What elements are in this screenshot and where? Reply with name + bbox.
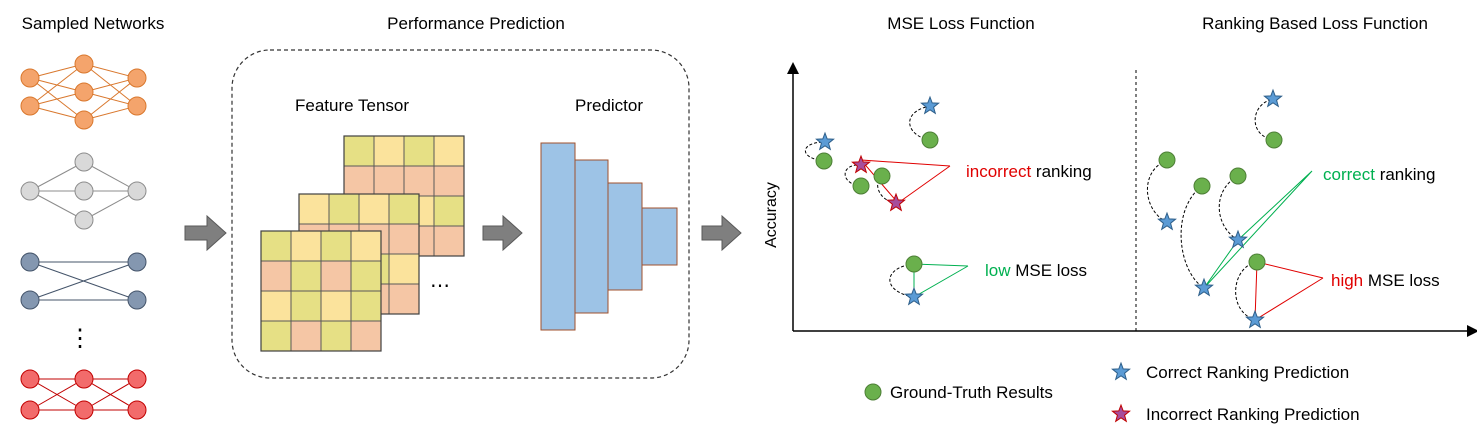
high-rest: MSE loss — [1363, 271, 1440, 290]
incorrect-connector — [859, 159, 951, 204]
low-mse-annotation: low MSE loss — [985, 261, 1087, 280]
flow-arrows — [184, 214, 742, 252]
arrow-right-icon — [482, 214, 523, 252]
sampled-networks — [20, 54, 147, 420]
arrow-right-icon — [184, 214, 227, 252]
incorrect-rest: ranking — [1031, 162, 1091, 181]
feature-tensor-label: Feature Tensor — [295, 96, 409, 115]
predictor-network — [540, 142, 678, 331]
title-sampled-networks: Sampled Networks — [22, 14, 165, 33]
incorrect-ranking-annotation: incorrect ranking — [966, 162, 1092, 181]
correct-word: correct — [1323, 165, 1375, 184]
legend-correct-label: Correct Ranking Prediction — [1146, 363, 1349, 382]
connector-lines — [859, 159, 1324, 321]
correct-connector — [1203, 170, 1313, 289]
high-word: high — [1331, 271, 1363, 290]
network-red — [20, 369, 147, 420]
title-ranking-loss: Ranking Based Loss Function — [1202, 14, 1428, 33]
network-gray — [20, 152, 147, 230]
low-word: low — [985, 261, 1011, 280]
feature-tensor — [260, 135, 465, 352]
correct-ranking-annotation: correct ranking — [1323, 165, 1435, 184]
low-mse-connector — [913, 263, 969, 298]
horizontal-ellipsis: ⋯ — [430, 275, 450, 297]
predictor-label: Predictor — [575, 96, 643, 115]
tensor-slice — [260, 230, 382, 352]
correct-rest: ranking — [1375, 165, 1435, 184]
legend: Ground-Truth Results Correct Ranking Pre… — [864, 361, 1360, 424]
plot-axes — [787, 62, 1477, 337]
title-mse-loss: MSE Loss Function — [887, 14, 1034, 33]
network-orange — [20, 54, 147, 130]
title-performance-prediction: Performance Prediction — [387, 14, 565, 33]
high-mse-connector — [1254, 261, 1324, 321]
y-axis-label: Accuracy — [763, 182, 780, 248]
vertical-ellipsis: ⋮ — [68, 325, 92, 352]
low-rest: MSE loss — [1011, 261, 1088, 280]
incorrect-word: incorrect — [966, 162, 1031, 181]
plot-markers — [815, 88, 1283, 329]
legend-ground-truth-label: Ground-Truth Results — [890, 383, 1053, 402]
arrow-right-icon — [701, 214, 742, 252]
high-mse-annotation: high MSE loss — [1331, 271, 1440, 290]
network-blue — [20, 252, 147, 310]
legend-incorrect-label: Incorrect Ranking Prediction — [1146, 405, 1360, 424]
performance-prediction-box — [231, 49, 690, 379]
